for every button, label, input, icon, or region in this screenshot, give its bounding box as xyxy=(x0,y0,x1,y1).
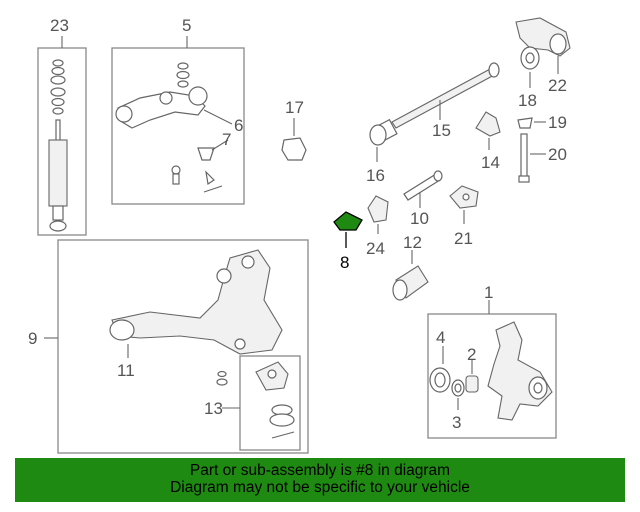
steering-knuckle-part[interactable] xyxy=(487,321,553,421)
callout-24[interactable]: 24 xyxy=(366,239,385,258)
lower-ball-joint-part[interactable] xyxy=(216,361,295,439)
group-box-9 xyxy=(57,239,309,454)
callout-11[interactable]: 11 xyxy=(117,361,135,380)
callout-23[interactable]: 23 xyxy=(50,16,69,35)
callout-1[interactable]: 1 xyxy=(484,283,493,302)
group-box-1 xyxy=(427,313,557,439)
callout-20[interactable]: 20 xyxy=(548,145,567,164)
callout-21[interactable]: 21 xyxy=(454,229,473,248)
bumper-part-14[interactable] xyxy=(475,111,501,137)
callout-2[interactable]: 2 xyxy=(467,345,476,364)
callout-15[interactable]: 15 xyxy=(432,121,451,140)
bushing-part-2[interactable] xyxy=(465,375,479,393)
callout-17[interactable]: 17 xyxy=(285,98,304,117)
callout-16[interactable]: 16 xyxy=(366,166,385,185)
bolt-part-10[interactable] xyxy=(403,170,443,201)
ring-part-3[interactable] xyxy=(451,379,465,397)
shock-absorber-part[interactable] xyxy=(48,59,68,232)
callout-5[interactable]: 5 xyxy=(182,16,191,35)
info-banner: Part or sub-assembly is #8 in diagram Di… xyxy=(15,458,625,502)
strut-rod-part-15[interactable] xyxy=(369,62,500,146)
group-box-13 xyxy=(239,355,301,451)
lower-control-arm-part[interactable] xyxy=(109,249,283,355)
bumper-part-17[interactable] xyxy=(281,137,307,161)
banner-line-2: Diagram may not be specific to your vehi… xyxy=(170,479,470,496)
callout-22[interactable]: 22 xyxy=(548,76,567,95)
upper-control-arm-part[interactable] xyxy=(115,62,223,193)
strut-rod-bracket-part-22[interactable] xyxy=(515,17,571,70)
banner-line-1: Part or sub-assembly is #8 in diagram xyxy=(189,462,451,479)
callout-18[interactable]: 18 xyxy=(518,91,537,110)
highlighted-part-8[interactable] xyxy=(333,211,363,231)
callout-8[interactable]: 8 xyxy=(340,253,349,272)
callout-3[interactable]: 3 xyxy=(452,413,461,432)
callout-6[interactable]: 6 xyxy=(234,116,243,135)
callout-9[interactable]: 9 xyxy=(28,329,37,348)
callout-4[interactable]: 4 xyxy=(436,328,445,347)
parts-diagram: 23 5 6 7 17 xyxy=(28,16,571,454)
washer-part-19[interactable] xyxy=(517,117,533,129)
callout-13[interactable]: 13 xyxy=(204,399,223,418)
seal-part-4[interactable] xyxy=(429,367,451,393)
callout-12[interactable]: 12 xyxy=(403,233,422,252)
callout-7[interactable]: 7 xyxy=(222,130,231,149)
bracket-part-24[interactable] xyxy=(367,195,389,223)
bolt-part-20[interactable] xyxy=(518,133,530,183)
callout-19[interactable]: 19 xyxy=(548,113,567,132)
callout-14[interactable]: 14 xyxy=(481,153,500,172)
group-box-5 xyxy=(111,47,245,205)
bushing-part-12[interactable] xyxy=(392,265,429,301)
callout-10[interactable]: 10 xyxy=(410,209,429,228)
